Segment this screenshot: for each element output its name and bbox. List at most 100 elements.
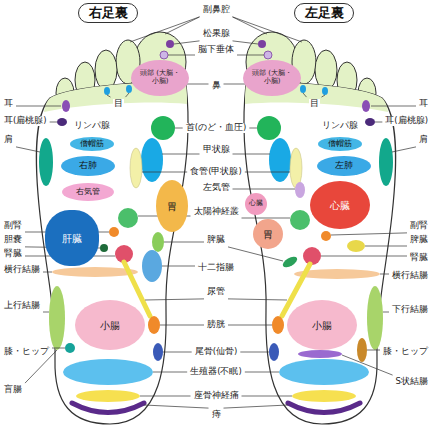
zone-label: リンパ腺 <box>321 121 359 131</box>
zone-label: 脾臓 <box>206 235 226 245</box>
zone-label: 膝・ヒップ <box>3 347 50 357</box>
leader-line <box>43 272 52 273</box>
leader-line <box>168 55 195 56</box>
zone-label: 松果腺 <box>202 29 231 39</box>
zone-label: 耳(扁桃腺) <box>3 116 48 126</box>
reflex-zone <box>257 116 281 140</box>
zone-label: 生殖器(不眠) <box>189 367 243 377</box>
leader-line <box>245 372 279 373</box>
leader-line <box>153 372 187 373</box>
reflex-zone <box>244 32 396 424</box>
reflex-zone <box>152 232 164 252</box>
leader-line <box>228 247 283 261</box>
zone-label: 耳 <box>418 99 429 109</box>
reflex-zone <box>100 244 108 252</box>
zone-name: 右肺 <box>79 161 97 171</box>
small-intestine-zone: 小腸 <box>75 300 145 350</box>
leader-line <box>321 256 407 257</box>
leader-line <box>175 128 183 129</box>
zone-name: 肝臓 <box>62 233 82 244</box>
leader-line <box>322 95 326 97</box>
leader-line <box>140 396 191 397</box>
head-zone: 頭部 (大脳・小脳) <box>243 60 301 96</box>
zone-name: 小腸 <box>100 320 120 331</box>
zone-label: 目 <box>309 99 320 109</box>
zone-label: 尾骨(仙骨) <box>194 347 239 357</box>
leader-line <box>367 350 380 351</box>
reflex-zone <box>126 85 132 93</box>
zone-label: 肩 <box>3 135 14 145</box>
reflex-zone <box>288 403 360 413</box>
zone-label: 食管(甲状腺) <box>189 167 243 177</box>
heart-zone: 心臓 <box>245 193 267 215</box>
reflex-zone <box>148 316 160 334</box>
zone-label: 胆嚢 <box>3 235 23 245</box>
reflex-zone <box>290 210 310 230</box>
leader-line <box>16 147 40 152</box>
reflex-zone <box>264 51 272 59</box>
zone-label: 脳下垂体 <box>197 45 235 55</box>
bronchus-zone: 右気管 <box>62 183 114 201</box>
zone-name: 右足裏 <box>89 6 128 20</box>
reflex-zone <box>322 87 328 95</box>
zone-name: 左肺 <box>335 161 353 171</box>
zone-label: 甲状腺 <box>202 145 231 155</box>
leader-line <box>43 312 49 313</box>
zone-label: 副鼻腔 <box>202 5 231 15</box>
trapezius-zone: 僧帽筋 <box>70 137 114 151</box>
reflex-zone <box>65 343 75 353</box>
zone-label: リンパ腺 <box>73 121 111 131</box>
reflex-zone <box>39 138 53 186</box>
zone-label: S状結腸 <box>395 377 429 387</box>
zone-name: 僧帽筋 <box>80 140 104 149</box>
zone-label: 腎臓 <box>3 249 23 259</box>
reflex-zone <box>153 343 163 361</box>
zone-label: 盲腸 <box>3 385 23 395</box>
lung-zone: 右肺 <box>61 156 115 176</box>
leader-line <box>237 55 264 56</box>
leader-line <box>224 405 289 408</box>
zone-label: 耳 <box>3 99 14 109</box>
reflex-zone <box>76 390 140 402</box>
leader-line <box>392 147 416 152</box>
leader-line <box>331 233 407 235</box>
zone-label: 尿管 <box>206 287 226 297</box>
leader-line <box>342 355 393 375</box>
zone-name: 胃 <box>167 201 177 212</box>
reflex-zone <box>365 118 375 126</box>
reflex-zone <box>295 182 305 198</box>
zone-label: 首(のど・血圧) <box>185 123 248 133</box>
leader-line <box>233 17 268 34</box>
reflex-zone <box>142 250 162 282</box>
reflex-zone <box>49 286 65 350</box>
reflex-zone <box>300 85 306 93</box>
reflex-zone <box>166 40 174 48</box>
reflex-zone <box>281 255 299 270</box>
heading-box: 右足裏 <box>78 3 138 23</box>
reflex-zone <box>269 138 291 182</box>
leader-line <box>365 246 407 247</box>
leader-line <box>228 325 272 326</box>
zone-label: 鼻 <box>211 81 222 91</box>
reflex-zone <box>160 51 168 59</box>
stomach-zone: 胃 <box>253 219 283 249</box>
reflex-zone <box>367 286 383 350</box>
reflex-zone <box>141 138 163 182</box>
leader-line <box>233 17 303 42</box>
leader-line <box>162 154 200 155</box>
zone-name: 心臓 <box>330 200 350 211</box>
zone-label: 上行結腸 <box>3 301 41 311</box>
reflex-zone <box>63 359 153 385</box>
reflex-zone <box>379 138 393 186</box>
zone-label: 横行結腸 <box>3 265 41 275</box>
reflex-zone <box>292 390 356 402</box>
zone-name: 僧帽筋 <box>328 140 352 149</box>
head-zone: 頭部 (大脳・小脳) <box>131 60 189 96</box>
reflex-zone <box>130 148 142 188</box>
leader-line <box>164 242 204 243</box>
zone-label: 膀胱 <box>206 320 226 330</box>
leader-line <box>145 299 204 300</box>
zone-label: 目 <box>113 99 124 109</box>
zone-label: 膝・ヒップ <box>382 347 429 357</box>
reflex-zone <box>279 359 369 385</box>
